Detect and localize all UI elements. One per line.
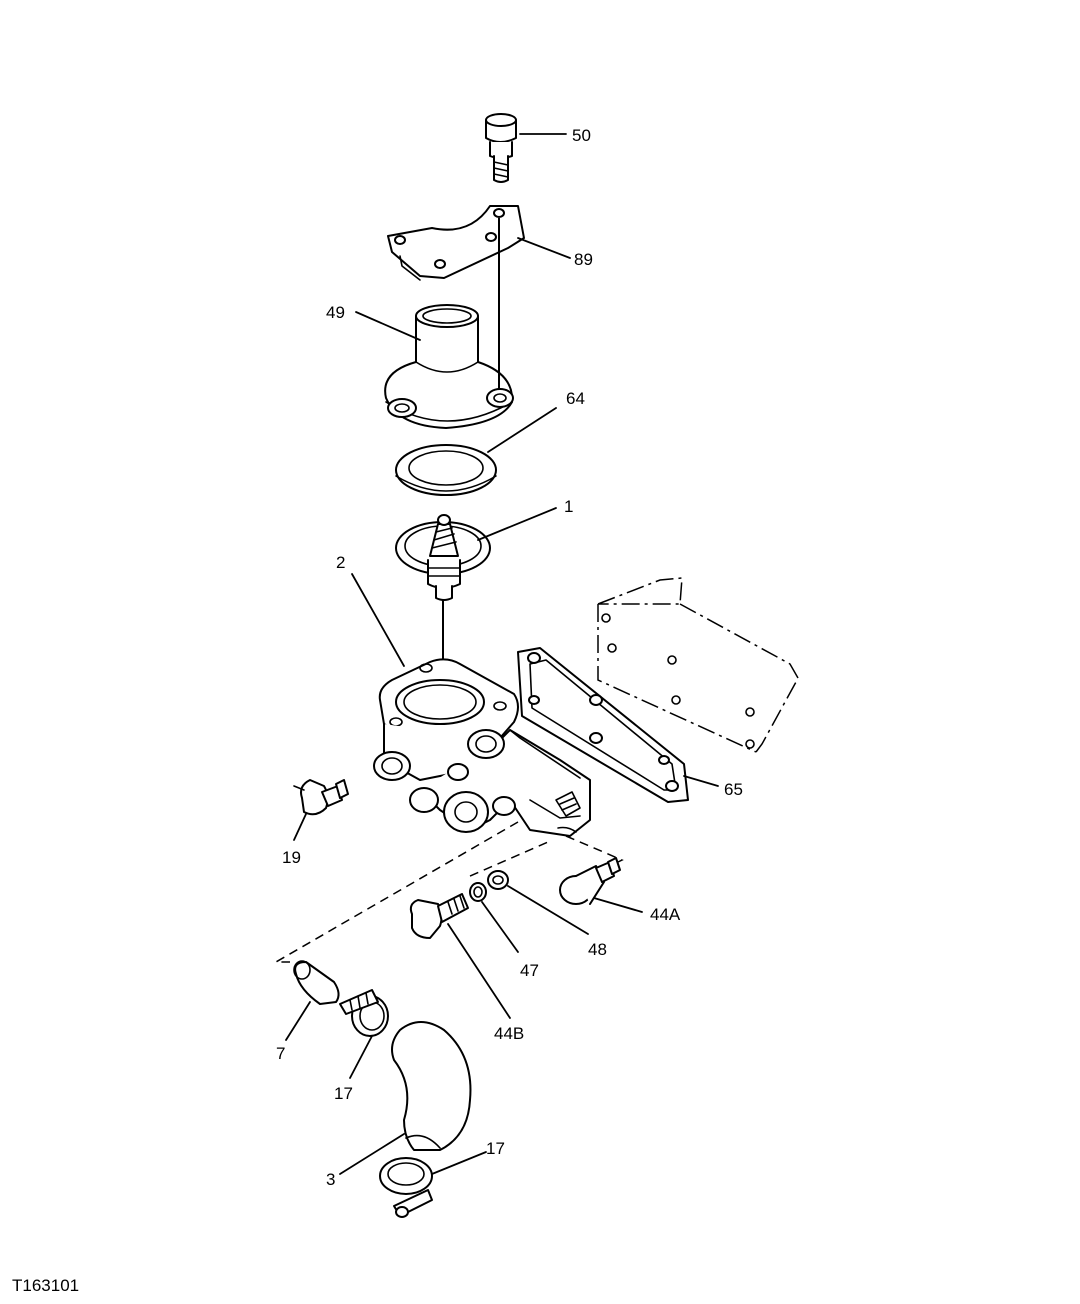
leader-65: [683, 775, 719, 787]
callout-50: 50: [572, 126, 591, 145]
part-2-housing: [373, 658, 591, 837]
callout-48: 48: [588, 940, 607, 959]
leader-3: [339, 1133, 405, 1175]
leader-64: [487, 407, 557, 453]
callout-65: 65: [724, 780, 743, 799]
part-65-gasket: [517, 647, 689, 803]
leader-44A: [593, 897, 643, 913]
part-47-washer: [469, 882, 487, 902]
callout-2: 2: [336, 553, 345, 572]
callout-3: 3: [326, 1170, 335, 1189]
callout-19: 19: [282, 848, 301, 867]
part-1-thermostat: [395, 514, 491, 601]
part-44a-plug: [559, 857, 621, 905]
part-48-washer: [487, 870, 509, 890]
callout-64: 64: [566, 389, 585, 408]
part-49-housing-cover: [384, 304, 514, 429]
part-44b-bolt: [409, 893, 469, 939]
part-89-bracket: [387, 205, 525, 281]
leader-7: [285, 1001, 311, 1041]
figure-id: T163101: [12, 1276, 79, 1295]
callout-47: 47: [520, 961, 539, 980]
part-64-gasket: [395, 444, 497, 496]
callout-44B: 44B: [494, 1024, 524, 1043]
leader-44B: [447, 923, 511, 1019]
part-19-plug: [293, 779, 349, 816]
leader-47: [481, 901, 519, 953]
leader-49: [355, 311, 421, 341]
leader-2: [351, 573, 405, 667]
part-7-fitting: [293, 960, 340, 1005]
leader-89: [517, 237, 571, 259]
leader-48: [507, 885, 589, 935]
callout-17b: 17: [486, 1139, 505, 1158]
callout-89: 89: [574, 250, 593, 269]
leader-1: [477, 507, 557, 541]
leader-17a: [349, 1035, 373, 1079]
part-17-clamp-lower: [379, 1157, 433, 1218]
callout-1: 1: [564, 497, 573, 516]
callout-17a: 17: [334, 1084, 353, 1103]
callout-49: 49: [326, 303, 345, 322]
part-17-clamp-upper: [339, 989, 389, 1037]
leader-17b: [431, 1151, 487, 1175]
assembly-line-washers: [469, 841, 549, 877]
callout-44A: 44A: [650, 905, 681, 924]
part-3-hose: [391, 1021, 472, 1151]
engine-block-outline: [597, 577, 799, 753]
callout-7: 7: [276, 1044, 285, 1063]
assembly-line-44a: [565, 835, 624, 867]
assembly-line-hose: [273, 821, 519, 963]
part-50-bolt: [485, 113, 517, 183]
leader-19: [293, 813, 307, 841]
